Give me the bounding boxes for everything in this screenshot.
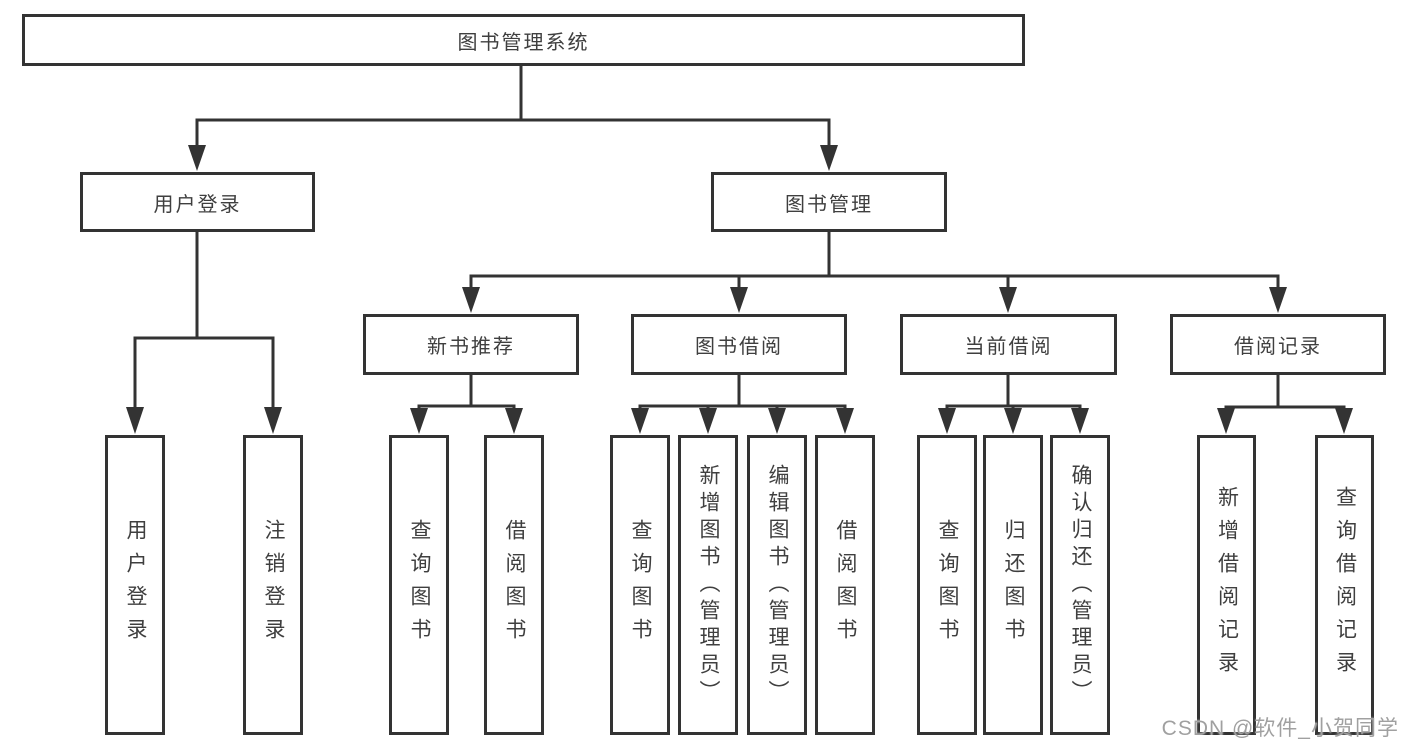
leaf-query-borrow-record-label: 查询借阅记录 [1333, 486, 1357, 684]
leaf-query-books-current: 查询图书 [917, 435, 977, 735]
connector-borrow-records-to-leaves [1217, 373, 1353, 434]
node-book-borrow-label: 图书借阅 [695, 336, 783, 358]
leaf-edit-books-admin: 编辑图书（管理员） [747, 435, 807, 735]
leaf-user-login: 用户登录 [105, 435, 165, 735]
leaf-confirm-return-admin: 确认归还（管理员） [1050, 435, 1110, 735]
node-book-management: 图书管理 [711, 172, 947, 232]
leaf-borrow-books: 借阅图书 [815, 435, 875, 735]
node-borrow-records: 借阅记录 [1170, 314, 1386, 375]
node-current-borrow-label: 当前借阅 [964, 336, 1053, 358]
connector-book-borrow-to-leaves [631, 373, 854, 434]
connector-root-to-level2 [188, 64, 838, 171]
connector-new-book-recommend-to-leaves [410, 373, 523, 434]
leaf-return-books: 归还图书 [983, 435, 1043, 735]
leaf-user-login-label: 用户登录 [124, 519, 147, 651]
leaf-add-borrow-record-label: 新增借阅记录 [1215, 486, 1239, 684]
leaf-query-books-recommend: 查询图书 [389, 435, 449, 735]
leaf-query-borrow-record: 查询借阅记录 [1315, 435, 1374, 735]
leaf-borrow-books-label: 借阅图书 [834, 519, 857, 651]
leaf-query-books-borrow: 查询图书 [610, 435, 670, 735]
node-new-book-recommend: 新书推荐 [363, 314, 579, 375]
node-user-login: 用户登录 [80, 172, 315, 232]
csdn-watermark: CSDN @软件_小贺同学 [1161, 717, 1399, 740]
leaf-edit-books-admin-label: 编辑图书（管理员） [766, 463, 789, 707]
connector-user-login-to-leaves [126, 230, 282, 434]
node-root-system: 图书管理系统 [22, 14, 1025, 66]
node-borrow-records-label: 借阅记录 [1234, 336, 1322, 358]
node-book-management-label: 图书管理 [785, 193, 873, 216]
node-new-book-recommend-label: 新书推荐 [427, 336, 515, 358]
node-user-login-label: 用户登录 [153, 193, 242, 216]
leaf-borrow-books-recommend: 借阅图书 [484, 435, 544, 735]
leaf-query-books-current-label: 查询图书 [936, 519, 959, 651]
leaf-return-books-label: 归还图书 [1002, 519, 1025, 651]
node-root-label: 图书管理系统 [457, 31, 590, 54]
leaf-add-books-admin-label: 新增图书（管理员） [697, 463, 720, 707]
leaf-add-borrow-record: 新增借阅记录 [1197, 435, 1256, 735]
leaf-confirm-return-admin-label: 确认归还（管理员） [1069, 463, 1092, 707]
leaf-borrow-books-recommend-label: 借阅图书 [503, 519, 526, 651]
leaf-query-books-recommend-label: 查询图书 [408, 519, 431, 651]
leaf-logout: 注销登录 [243, 435, 303, 735]
leaf-logout-label: 注销登录 [262, 519, 285, 651]
leaf-query-books-borrow-label: 查询图书 [629, 519, 652, 651]
connector-book-management-to-level3 [462, 230, 1287, 313]
leaf-add-books-admin: 新增图书（管理员） [678, 435, 738, 735]
node-current-borrow: 当前借阅 [900, 314, 1117, 375]
connector-current-borrow-to-leaves [938, 373, 1089, 434]
node-book-borrow: 图书借阅 [631, 314, 847, 375]
